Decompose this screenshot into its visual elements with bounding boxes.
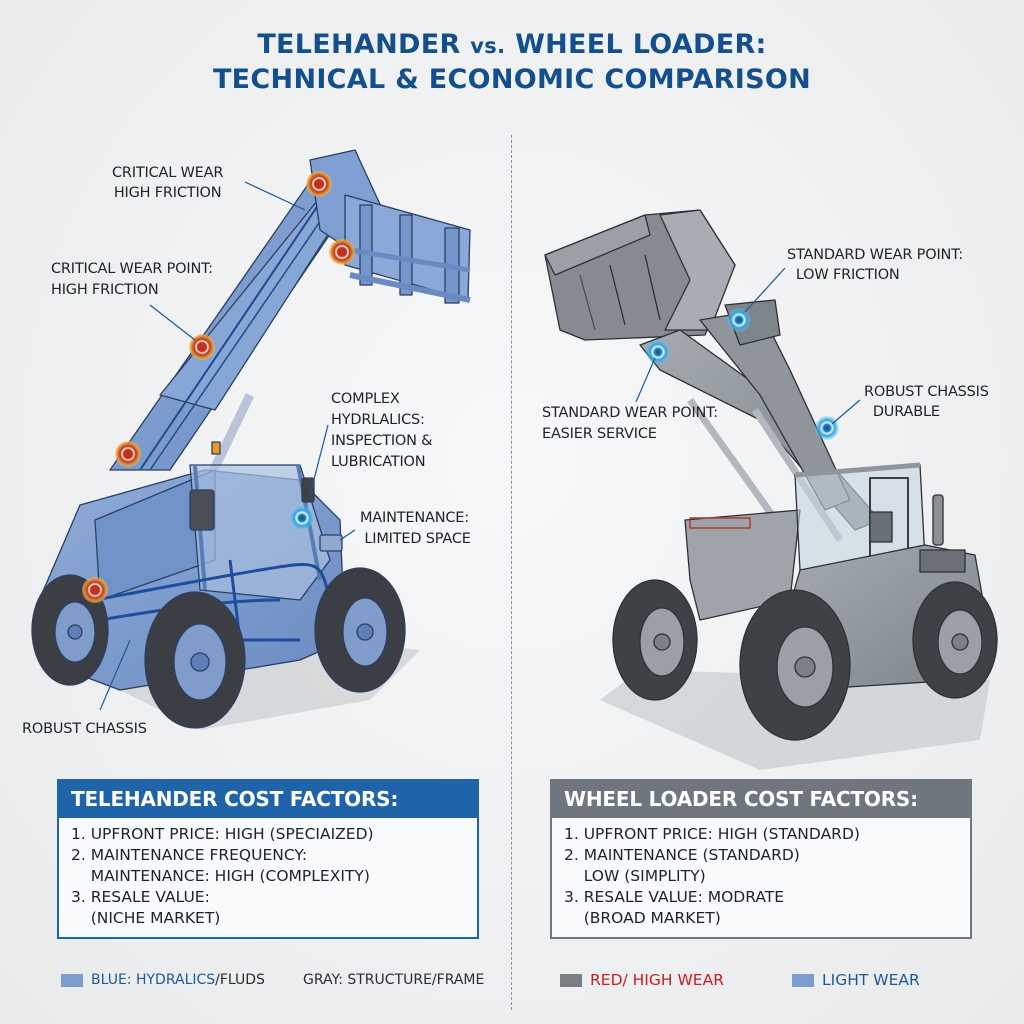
- label-robust-chassis-tele: ROBUST CHASSIS: [22, 721, 147, 737]
- title-line-1: TELEHANDER vs. WHEEL LOADER:: [257, 29, 767, 60]
- label-standard-wear-top: STANDARD WEAR POINT: LOW FRICTION: [787, 247, 963, 283]
- legend-blue-hydraulics: BLUE: HYDRALICS/FLUDS: [61, 970, 265, 990]
- cost-item: 3. RESALE VALUE: MODRATE: [564, 888, 785, 906]
- cost-item: 2. MAINTENANCE FREQUENCY:: [71, 846, 308, 864]
- page-title: TELEHANDER vs. WHEEL LOADER: TECHNICAL &…: [0, 28, 1024, 97]
- label-maintenance-limited-space: MAINTENANCE: LIMITED SPACE: [360, 510, 471, 547]
- legend-red-high-wear: RED/ HIGH WEAR: [560, 970, 724, 990]
- critical-wear-marker-chassis: [82, 577, 108, 603]
- cost-item: 2. MAINTENANCE (STANDARD): [564, 846, 800, 864]
- wheel-loader-cost-header: WHEEL LOADER COST FACTORS:: [552, 781, 970, 818]
- telehander-wear-markers: [82, 171, 355, 603]
- critical-wear-marker-boom: [189, 334, 215, 360]
- title-line-2: TECHNICAL & ECONOMIC COMPARISON: [212, 64, 812, 95]
- gray-swatch-icon: [560, 973, 582, 987]
- telehander-cost-box: TELEHANDER COST FACTORS: 1. UPFRONT PRIC…: [57, 779, 479, 939]
- label-standard-wear-bucket: STANDARD WEAR POINT: EASIER SERVICE: [542, 405, 718, 442]
- cost-item: 3. RESALE VALUE:: [71, 888, 210, 906]
- wheel-loader-illustration: [544, 209, 998, 770]
- standard-wear-marker-top: [727, 308, 751, 332]
- critical-wear-marker-top: [306, 171, 332, 197]
- light-blue-swatch-icon: [792, 973, 814, 987]
- wheel-loader-cost-list: 1. UPFRONT PRICE: HIGH (STANDARD) 2. MAI…: [552, 818, 970, 929]
- label-critical-wear-boom: CRITICAL WEAR POINT: HIGH FRICTION: [51, 261, 213, 298]
- cost-item: (NICHE MARKET): [71, 909, 221, 927]
- light-wear-marker-cab: [290, 506, 314, 530]
- standard-wear-marker-bucket: [646, 340, 670, 364]
- center-divider: [511, 135, 512, 1010]
- chassis-marker: [815, 416, 839, 440]
- legend-light-wear: LIGHT WEAR: [792, 970, 920, 990]
- wheel-loader-cost-box: WHEEL LOADER COST FACTORS: 1. UPFRONT PR…: [550, 779, 972, 939]
- telehander-cost-header: TELEHANDER COST FACTORS:: [59, 781, 477, 818]
- telehander-cost-list: 1. UPFRONT PRICE: HIGH (SPECIAIZED) 2. M…: [59, 818, 477, 929]
- cost-item: LOW (SIMPLITY): [564, 867, 706, 885]
- critical-wear-marker-base: [115, 441, 141, 467]
- blue-swatch-icon: [61, 973, 83, 987]
- cost-item: (BROAD MARKET): [564, 909, 721, 927]
- legend-gray-structure: GRAY: STRUCTURE/FRAME: [303, 972, 485, 988]
- label-critical-wear-top: CRITICAL WEAR HIGH FRICTION: [112, 165, 224, 201]
- cost-item: 1. UPFRONT PRICE: HIGH (SPECIAIZED): [71, 825, 374, 843]
- label-complex-hydraulics: COMPLEX HYDRLALICS: INSPECTION & LUBRICA…: [331, 391, 433, 470]
- cost-item: 1. UPFRONT PRICE: HIGH (STANDARD): [564, 825, 860, 843]
- label-robust-chassis-loader: ROBUST CHASSIS DURABLE: [864, 384, 989, 420]
- cost-item: MAINTENANCE: HIGH (COMPLEXITY): [71, 867, 370, 885]
- critical-wear-marker-fork: [329, 239, 355, 265]
